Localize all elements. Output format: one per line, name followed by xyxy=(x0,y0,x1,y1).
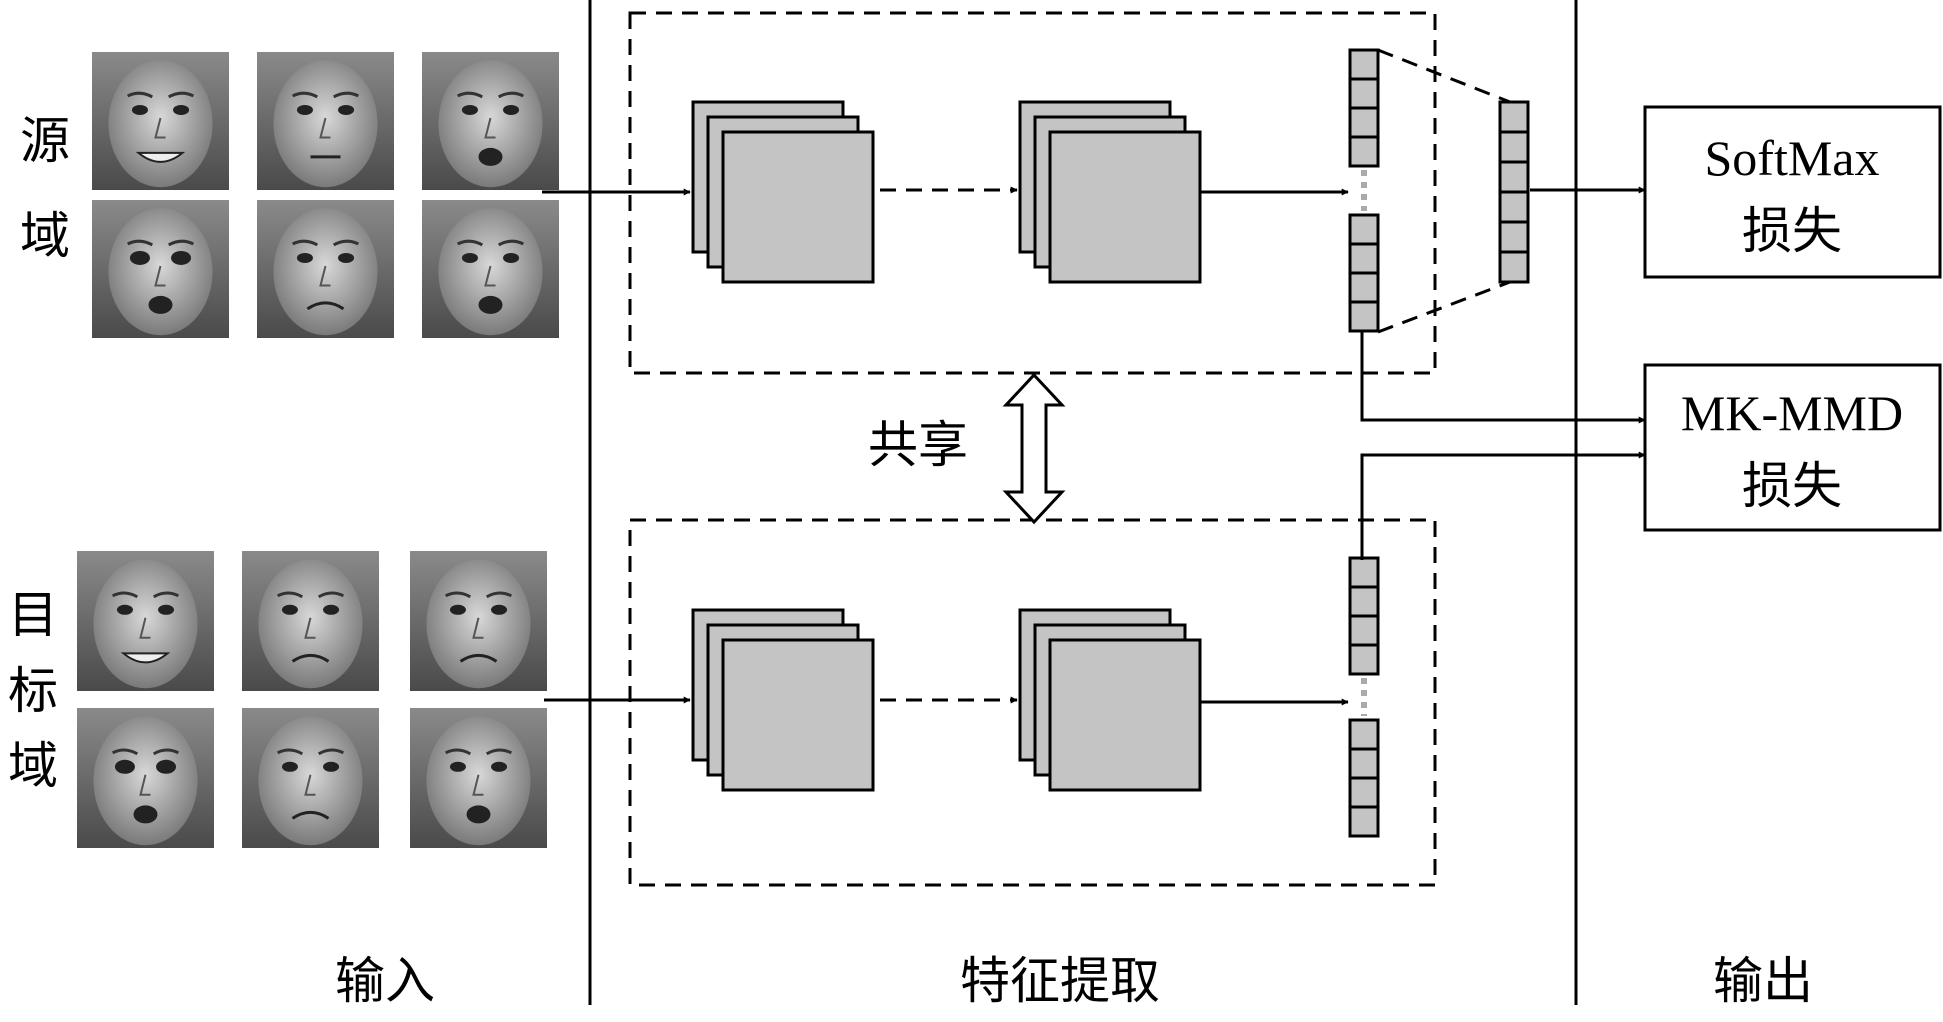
mkmmd-loss-line-2: 损失 xyxy=(1742,458,1842,514)
softmax-loss-box xyxy=(1643,105,1942,279)
target-fc-cell xyxy=(1348,585,1380,618)
source-output-vector xyxy=(1498,100,1530,284)
source-face-image-3 xyxy=(422,52,559,190)
source-face-grid xyxy=(92,52,559,338)
target-fc-cell xyxy=(1348,718,1380,751)
source-conv-layer-stack-1 xyxy=(691,100,875,284)
column-label-feature-extraction: 特征提取 xyxy=(960,952,1160,1010)
target-face-grid xyxy=(77,551,547,848)
source-fc-cell xyxy=(1348,48,1380,81)
target-conv-layer-stack-2 xyxy=(1018,608,1202,792)
target-face-image-2 xyxy=(242,551,379,691)
target-face-image-5 xyxy=(242,708,379,848)
output-vector-cell xyxy=(1498,160,1530,194)
output-vector-cell xyxy=(1498,130,1530,164)
source-face-image-4 xyxy=(92,200,229,338)
output-vector-cell xyxy=(1498,190,1530,224)
source-domain-label: 源 域 xyxy=(20,112,70,265)
source-feature-extractor-box xyxy=(628,11,1437,375)
target-mmd-connector xyxy=(1360,451,1646,560)
target-fc-cell xyxy=(1348,556,1380,589)
source-face-image-2 xyxy=(257,52,394,190)
softmax-loss-line-2: 损失 xyxy=(1742,203,1842,259)
source-fc-cell xyxy=(1348,106,1380,139)
source-fc-cell xyxy=(1348,271,1380,304)
source-domain-char-2: 域 xyxy=(20,207,70,265)
target-domain-label: 目 标 域 xyxy=(8,586,58,795)
target-domain-char-2: 标 xyxy=(8,662,58,720)
source-fc-cell xyxy=(1348,77,1380,110)
target-face-image-1 xyxy=(77,551,214,691)
column-label-output: 输出 xyxy=(1713,952,1813,1010)
source-face-image-1 xyxy=(92,52,229,190)
trapezoid-top-edge xyxy=(1377,48,1511,104)
softmax-loss-line-1: SoftMax xyxy=(1705,130,1880,186)
target-fc-cell xyxy=(1348,747,1380,780)
target-face-image-4 xyxy=(77,708,214,848)
source-conv-layer-stack-2 xyxy=(1018,100,1202,284)
target-fc-vector xyxy=(1348,556,1380,838)
source-fc-cell xyxy=(1348,213,1380,246)
source-domain-char-1: 源 xyxy=(20,112,70,170)
target-face-image-3 xyxy=(410,551,547,691)
target-domain-char-3: 域 xyxy=(8,737,58,795)
source-mmd-connector xyxy=(1360,332,1646,424)
mkmmd-loss-box xyxy=(1643,363,1942,532)
shared-label: 共享 xyxy=(868,416,968,474)
source-fc-vector xyxy=(1348,48,1380,333)
target-fc-cell xyxy=(1348,776,1380,809)
column-label-input: 输入 xyxy=(335,952,435,1010)
trapezoid-bottom-edge xyxy=(1377,280,1511,334)
target-fc-cell xyxy=(1348,643,1380,676)
target-face-image-6 xyxy=(410,708,547,848)
output-vector-cell xyxy=(1498,250,1530,284)
target-fc-cell xyxy=(1348,614,1380,647)
target-conv-layer-stack-1 xyxy=(691,608,875,792)
source-fc-cell xyxy=(1348,242,1380,275)
source-face-image-5 xyxy=(257,200,394,338)
output-vector-cell xyxy=(1498,220,1530,254)
output-vector-cell xyxy=(1498,100,1530,134)
mkmmd-loss-line-1: MK-MMD xyxy=(1681,385,1903,441)
source-fc-cell xyxy=(1348,135,1380,168)
shared-double-arrow xyxy=(1002,372,1066,525)
target-fc-cell xyxy=(1348,805,1380,838)
target-domain-char-1: 目 xyxy=(8,586,58,644)
source-fc-cell xyxy=(1348,300,1380,333)
source-face-image-6 xyxy=(422,200,559,338)
